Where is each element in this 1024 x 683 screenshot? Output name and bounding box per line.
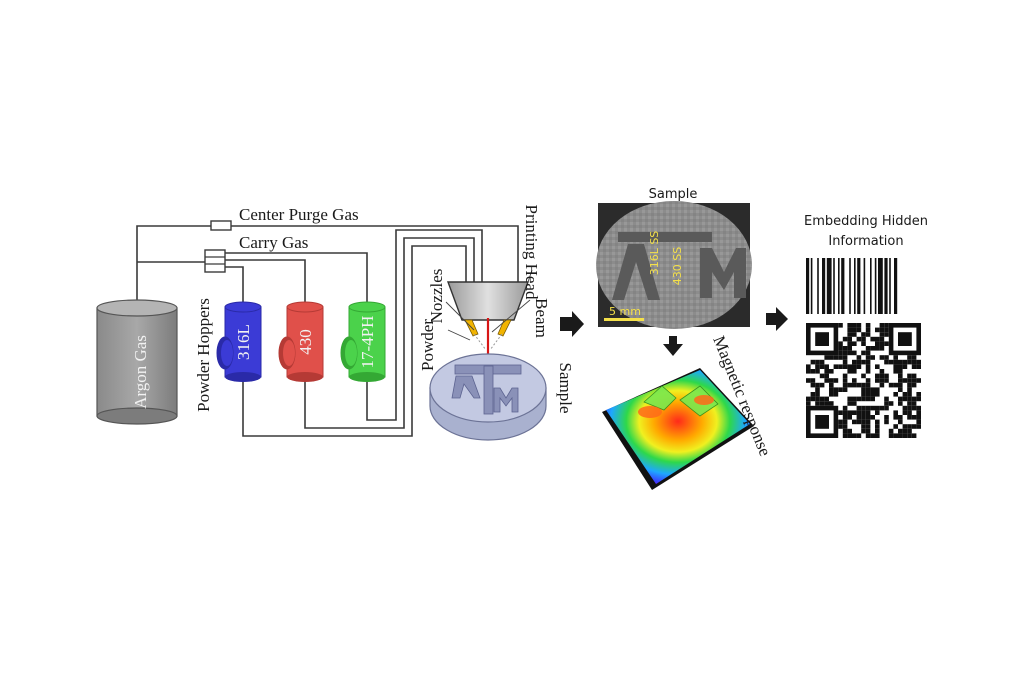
hopper-2: 430 [278,301,324,382]
qr-code [806,323,921,438]
argon-gas-cylinder: Argon Gas [96,299,178,425]
argon-gas-label: Argon Gas [131,335,150,409]
arrow-down [663,336,683,356]
hopper-label: 316L [234,324,253,360]
gas-lines [136,220,519,437]
right-nozzle [497,319,512,337]
micro-430-label: 430 SS [671,247,684,285]
hopper-label: 17-4PH [358,316,377,369]
sample-top-label: Sample [649,187,698,202]
powder-hoppers: 316L 430 17-4PH [216,301,386,382]
hopper-3: 17-4PH [340,301,386,382]
sample-right-label: Sample [556,363,575,414]
scale-bar [604,318,644,321]
build-sample-disk [429,353,547,441]
powder-label: Powder [418,319,437,371]
hopper-label: 430 [296,329,315,355]
nozzles-label: Nozzles [427,269,446,324]
purge-regulator [210,220,232,231]
hopper-1: 316L [216,301,262,382]
scale-bar-label: 5 mm [609,305,641,318]
center-purge-gas-label: Center Purge Gas [239,205,359,224]
magnetic-response-map [602,368,754,490]
beam-label: Beam [532,298,551,338]
flow-arrows [560,307,788,356]
arrow-right-2 [766,307,788,331]
barcode [806,258,898,314]
printing-head-label: Printing Head [522,205,541,300]
atm-logo [451,364,522,415]
powder-hoppers-label: Powder Hoppers [194,298,213,412]
embedding-label-line2: Information [828,234,903,249]
micro-316l-label: 316L SS [648,231,661,276]
embedding-label-line1: Embedding Hidden [804,214,928,229]
arrow-right-1 [560,311,584,337]
carry-gas-label: Carry Gas [239,233,308,252]
carry-gas-manifold [204,249,226,273]
sample-micrograph: 316L SS 430 SS 5 mm [596,201,752,329]
printing-head [445,269,533,354]
